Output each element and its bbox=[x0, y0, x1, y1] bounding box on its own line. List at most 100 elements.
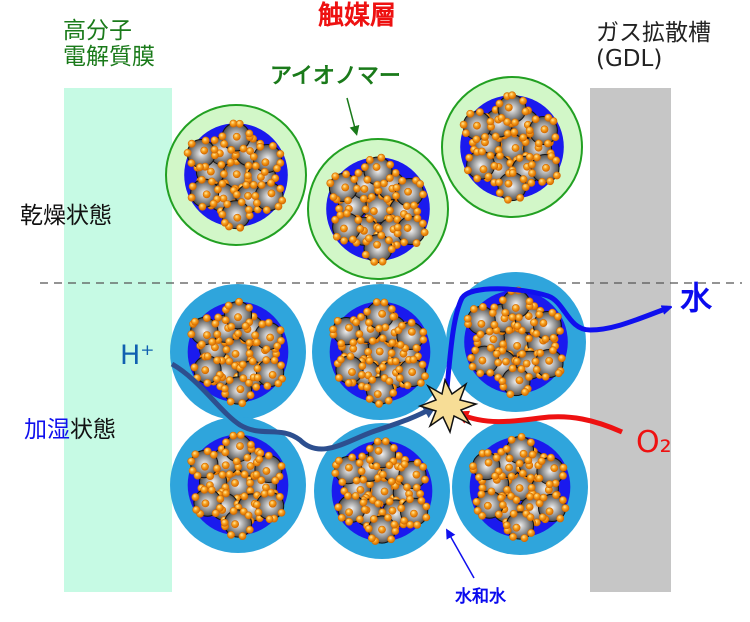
carbon-particle bbox=[395, 355, 429, 390]
platinum-particle bbox=[227, 530, 235, 539]
platinum-particle bbox=[368, 336, 377, 345]
platinum-particle bbox=[526, 513, 535, 522]
platinum-particle bbox=[405, 495, 414, 504]
platinum-particle bbox=[375, 324, 383, 333]
platinum-particle bbox=[525, 297, 534, 306]
carbon-particle bbox=[397, 495, 431, 529]
platinum-particle bbox=[483, 448, 492, 457]
platinum-particle bbox=[469, 305, 478, 313]
platinum-particle bbox=[344, 196, 352, 205]
platinum-particle bbox=[521, 183, 530, 192]
platinum-particle bbox=[225, 357, 234, 366]
carbon-particle bbox=[394, 318, 428, 353]
platinum-particle bbox=[188, 466, 197, 475]
platinum-particle bbox=[531, 357, 540, 366]
water-output-label: 水 bbox=[680, 279, 713, 317]
platinum-particle bbox=[532, 365, 541, 374]
platinum-particle bbox=[413, 214, 422, 223]
platinum-particle bbox=[502, 521, 511, 530]
platinum-particle bbox=[400, 460, 409, 469]
platinum-particle bbox=[229, 431, 238, 440]
platinum-particle bbox=[561, 504, 570, 513]
platinum-particle bbox=[232, 170, 241, 179]
proton-label: H⁺ bbox=[120, 340, 155, 371]
platinum-particle bbox=[391, 527, 400, 535]
platinum-particle bbox=[346, 352, 355, 361]
platinum-particle bbox=[559, 496, 567, 504]
platinum-particle bbox=[541, 372, 550, 381]
platinum-particle bbox=[538, 177, 547, 186]
carbon-particle bbox=[191, 485, 225, 518]
platinum-particle bbox=[267, 178, 275, 187]
platinum-particle bbox=[521, 107, 530, 116]
platinum-particle bbox=[337, 339, 346, 348]
platinum-particle bbox=[369, 515, 378, 523]
platinum-particle bbox=[370, 257, 379, 266]
platinum-particle bbox=[407, 318, 416, 327]
platinum-particle bbox=[365, 156, 374, 164]
platinum-particle bbox=[373, 437, 382, 446]
platinum-particle bbox=[478, 147, 486, 156]
platinum-particle bbox=[553, 312, 562, 321]
platinum-particle bbox=[274, 379, 283, 388]
platinum-particle bbox=[217, 160, 226, 169]
platinum-particle bbox=[393, 223, 402, 232]
hydrated-agglomerate bbox=[314, 423, 450, 559]
platinum-particle bbox=[479, 165, 488, 174]
platinum-particle bbox=[210, 136, 219, 144]
platinum-particle bbox=[531, 115, 540, 124]
platinum-particle bbox=[365, 356, 374, 365]
carbon-particle bbox=[361, 231, 396, 266]
platinum-particle bbox=[206, 472, 215, 481]
platinum-particle bbox=[416, 179, 424, 188]
platinum-particle bbox=[541, 335, 550, 343]
carbon-particle bbox=[531, 346, 566, 381]
platinum-particle bbox=[388, 506, 397, 515]
platinum-particle bbox=[546, 177, 555, 186]
platinum-particle bbox=[342, 170, 351, 178]
platinum-particle bbox=[459, 120, 468, 129]
platinum-particle bbox=[403, 224, 412, 232]
carbon-particle bbox=[363, 298, 398, 333]
platinum-particle bbox=[203, 447, 212, 456]
platinum-particle bbox=[550, 464, 559, 473]
ionomer-label: アイオノマー bbox=[270, 64, 401, 89]
platinum-particle bbox=[375, 347, 384, 356]
platinum-particle bbox=[400, 238, 408, 247]
platinum-particle bbox=[336, 355, 345, 364]
platinum-particle bbox=[226, 158, 235, 167]
platinum-particle bbox=[240, 470, 249, 479]
wet-state-highlight: 加湿 bbox=[24, 417, 70, 443]
platinum-particle bbox=[391, 357, 400, 366]
platinum-particle bbox=[203, 331, 211, 339]
platinum-particle bbox=[271, 174, 280, 182]
platinum-particle bbox=[245, 129, 254, 138]
platinum-particle bbox=[190, 317, 199, 326]
platinum-particle bbox=[406, 520, 415, 529]
platinum-particle bbox=[241, 322, 250, 330]
platinum-particle bbox=[348, 235, 357, 244]
platinum-particle bbox=[527, 160, 536, 169]
platinum-particle bbox=[517, 432, 526, 441]
platinum-particle bbox=[504, 103, 513, 112]
platinum-particle bbox=[357, 370, 366, 379]
platinum-particle bbox=[262, 467, 271, 475]
platinum-particle bbox=[519, 175, 528, 184]
platinum-particle bbox=[503, 117, 512, 126]
platinum-particle bbox=[207, 167, 215, 176]
platinum-particle bbox=[502, 444, 511, 453]
carbon-particle bbox=[218, 119, 254, 154]
platinum-particle bbox=[378, 334, 387, 343]
platinum-particle bbox=[492, 349, 501, 358]
platinum-particle bbox=[333, 317, 342, 325]
platinum-particle bbox=[222, 438, 230, 447]
platinum-particle bbox=[525, 503, 534, 511]
platinum-particle bbox=[469, 462, 477, 471]
platinum-particle bbox=[267, 189, 276, 198]
platinum-particle bbox=[388, 338, 397, 347]
membrane-label: 高分子 電解質膜 bbox=[63, 18, 155, 71]
platinum-particle bbox=[345, 517, 353, 526]
platinum-particle bbox=[396, 340, 405, 349]
platinum-particle bbox=[261, 158, 270, 167]
platinum-particle bbox=[418, 360, 427, 369]
